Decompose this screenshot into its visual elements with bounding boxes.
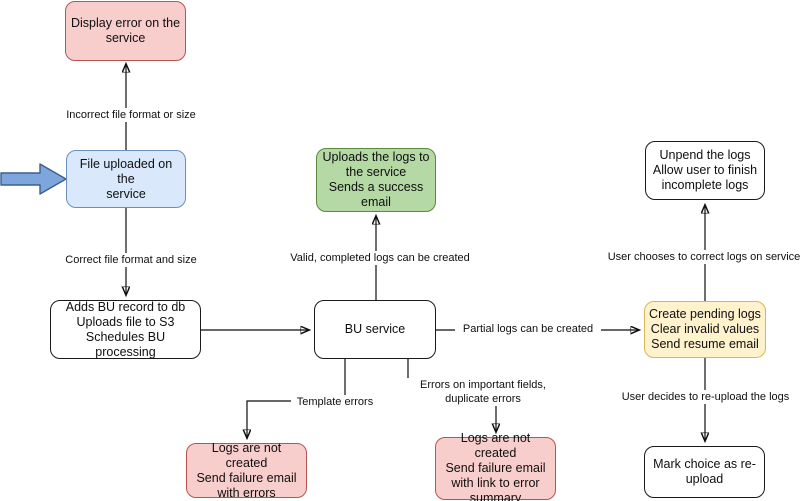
node-logs-not-created-fields[interactable]: Logs are not created Send failure email …: [435, 431, 556, 501]
node-display-error[interactable]: Display error on the service: [65, 1, 186, 61]
node-unpend-logs[interactable]: Unpend the logs Allow user to finish inc…: [645, 141, 765, 200]
edge-label-user-corrects-logs: User chooses to correct logs on service: [603, 250, 801, 264]
node-logs-not-created-template[interactable]: Logs are not created Send failure email …: [186, 441, 307, 500]
node-file-uploaded[interactable]: File uploaded on the service: [66, 150, 186, 208]
node-bu-service[interactable]: BU service: [314, 300, 436, 359]
edge-label-important-fields: Errors on important fields, duplicate er…: [395, 378, 571, 406]
entry-arrow-icon: [0, 163, 67, 195]
node-mark-choice-reupload[interactable]: Mark choice as re- upload: [644, 446, 765, 498]
node-create-pending-logs[interactable]: Create pending logs Clear invalid values…: [644, 301, 766, 358]
edge-label-template-errors: Template errors: [291, 395, 379, 409]
node-adds-bu-record[interactable]: Adds BU record to db Uploads file to S3 …: [50, 300, 201, 359]
edge-label-partial-logs: Partial logs can be created: [455, 322, 601, 336]
edge-label-correct-format: Correct file format and size: [56, 253, 206, 267]
node-uploads-logs[interactable]: Uploads the logs to the service Sends a …: [316, 148, 436, 212]
edge-label-valid-logs: Valid, completed logs can be created: [280, 251, 480, 265]
edge-label-user-reuploads: User decides to re-upload the logs: [616, 390, 795, 404]
edge-label-incorrect-format: Incorrect file format or size: [54, 108, 208, 122]
